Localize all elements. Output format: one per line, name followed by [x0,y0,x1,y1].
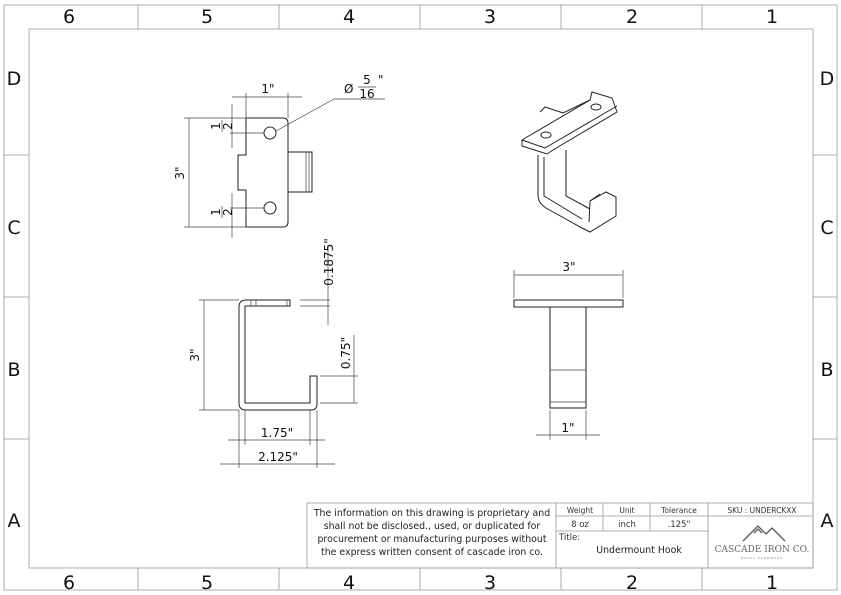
hole-top [263,126,277,140]
logo-subtext: METAL HARDWARE [741,556,783,560]
header-weight: Weight [567,506,593,515]
mountain-logo-icon [742,525,786,542]
zone-col-6-bottom: 6 [63,572,75,594]
dim-height-3in: 3" [173,166,187,179]
dim-hole-offset-top-den: 2 [221,122,235,130]
dim-stem-width: 1" [561,421,574,435]
zone-row-a: A [8,510,21,532]
notice-line-4: the express written consent of cascade i… [321,547,543,558]
zone-row-b: B [7,359,20,381]
tab-outline [287,151,313,193]
dim-inner-width: 1.75" [261,426,293,440]
zone-col-3-bottom: 3 [484,572,496,594]
dim-lip: 0.75" [339,337,353,369]
dim-thickness: 0.1875" [322,238,336,286]
header-tolerance: Tolerance [660,506,697,515]
zone-col-4-bottom: 4 [343,572,355,594]
zone-row-d: D [7,68,22,90]
dim-side-height: 3" [188,348,202,361]
value-weight: 8 oz [571,520,589,530]
dim-hole-dia-inch: " [378,73,384,87]
zone-row-c: C [7,217,20,239]
inner-border [28,28,814,569]
front-view: 1" 3" 1 2 1 2 Ø 5 16 " [173,73,385,238]
header-unit: Unit [619,506,634,515]
zone-row-b-right: B [820,359,833,381]
title-label: Title: [558,533,580,543]
hole-bottom [263,201,277,215]
zone-col-3: 3 [484,6,496,28]
zone-col-1: 1 [766,6,778,28]
zone-row-c-right: C [820,217,833,239]
notice-line-1: The information on this drawing is propr… [313,508,550,519]
outer-border [3,4,838,591]
zone-col-5-bottom: 5 [201,572,213,594]
zone-row-a-right: A [821,510,834,532]
dim-hole-offset-top-num: 1 [209,122,223,130]
notice-line-2: shall not be disclosed., used, or duplic… [324,521,541,532]
dim-hole-offset-bottom-num: 1 [209,208,223,216]
dim-hole-dia-num: 5 [363,73,371,87]
isometric-view [521,91,618,233]
title-block: The information on this drawing is propr… [306,502,814,569]
zone-col-4: 4 [343,6,355,28]
zone-col-6: 6 [63,6,75,28]
drawing-title: Undermount Hook [596,545,682,556]
side-view: 0.1875" 0.75" 3" 1.75" 2.125" [188,238,358,468]
dim-plate-width: 3" [562,260,575,274]
dim-hole-offset-bottom-den: 2 [221,208,235,216]
dim-width-1in: 1" [261,82,274,96]
zone-col-2: 2 [626,6,638,28]
value-unit: inch [618,520,636,530]
zone-row-d-right: D [820,68,835,90]
value-tolerance: .125" [668,520,691,530]
zone-col-1-bottom: 1 [766,572,778,594]
end-view: 3" 1" [513,260,624,440]
zone-col-5: 5 [201,6,213,28]
dim-hole-dia-den: 16 [359,87,374,101]
sku: SKU : UNDERCKXX [727,506,796,515]
dim-hole-dia-symbol: Ø [344,82,353,96]
logo-text: CASCADE IRON CO. [715,545,810,555]
plate-outline [237,117,289,228]
notice-line-3: procurement or manufacturing purposes wi… [317,534,546,545]
dim-outer-width: 2.125" [258,450,298,464]
zone-col-2-bottom: 2 [626,572,638,594]
zone-ticks [4,5,837,590]
